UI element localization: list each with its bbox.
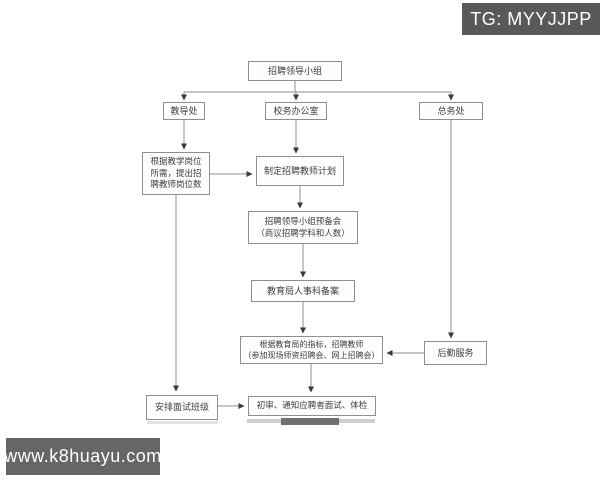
shadow-bar-left [147, 421, 218, 424]
connector-lines [173, 81, 454, 409]
prep-meeting-line1: 招聘领导小组预备会 [264, 215, 342, 226]
watermark-website: www.k8huayu.com [4, 438, 161, 475]
node-recruit-teachers: 根据教育局的指标，招聘教师 （参加现场师资招聘会、网上招聘会） [240, 336, 383, 364]
node-recruitment-leading-group: 招聘领导小组 [248, 61, 342, 81]
node-teaching-office: 教导处 [163, 102, 205, 120]
node-propose-teacher-positions: 根据教学岗位所需，提出招聘教师岗位数 [142, 152, 210, 195]
node-school-affairs-office: 校务办公室 [265, 102, 327, 120]
watermark-telegram: TG: MYYJJPP [462, 3, 600, 35]
node-general-affairs-office: 总务处 [419, 102, 483, 120]
node-arrange-interview-class: 安排面试班级 [146, 395, 218, 420]
underline-bar-dark [281, 418, 339, 425]
recruit-teachers-line2: （参加现场师资招聘会、网上招聘会） [243, 351, 380, 360]
node-make-recruitment-plan: 制定招聘教师计划 [256, 156, 344, 186]
node-logistics-service: 后勤服务 [424, 341, 487, 365]
node-review-notify-interview: 初审、通知应聘者面试、体检 [248, 396, 376, 416]
node-prep-meeting: 招聘领导小组预备会 （商议招聘学科和人数） [248, 211, 358, 244]
prep-meeting-line2: （商议招聘学科和人数） [256, 227, 350, 238]
recruit-teachers-line1: 根据教育局的指标，招聘教师 [259, 339, 364, 349]
node-bureau-personnel-record: 教育局人事科备案 [251, 280, 355, 302]
